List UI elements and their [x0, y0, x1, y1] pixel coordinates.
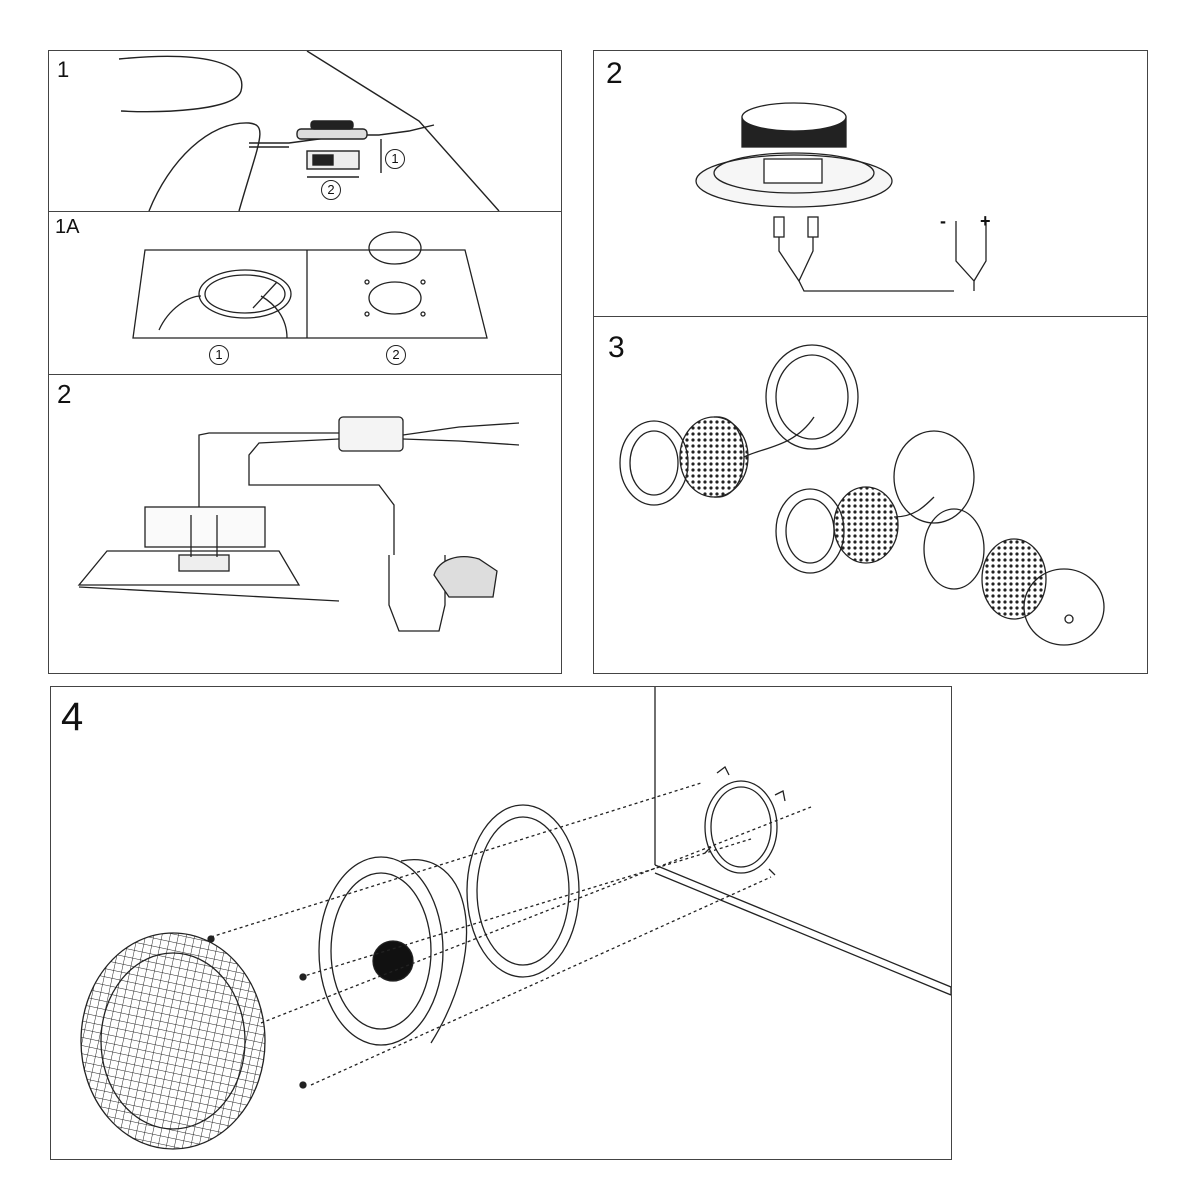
screw-icon	[299, 1081, 307, 1089]
panel-step-2-terminals: 2 - +	[593, 50, 1148, 317]
step-label: 1A	[55, 216, 80, 238]
panel-step-4: 4	[50, 686, 952, 1160]
template-tracing-illustration	[132, 231, 488, 339]
step-label: 1	[57, 57, 70, 82]
screw-icon	[207, 935, 215, 943]
step-label: 2	[606, 57, 623, 90]
crossover-wiring-illustration	[77, 416, 520, 632]
grille-icon	[80, 932, 266, 1150]
callout-2: 2	[321, 180, 341, 200]
callout-1: 1	[209, 345, 229, 365]
crossover-icon	[338, 416, 404, 452]
step-label: 4	[61, 695, 84, 739]
callout-1: 1	[385, 149, 405, 169]
step-label: 3	[608, 331, 625, 364]
speaker-install-exploded-illustration	[80, 687, 951, 1150]
panel-step-2-wiring: 2	[48, 374, 562, 674]
hand-icon	[158, 295, 202, 331]
tweeter-icon	[433, 556, 498, 598]
speaker-terminals-illustration	[695, 102, 987, 292]
door-cutout-illustration	[118, 51, 500, 211]
tweeter-mount-exploded-illustration	[619, 344, 1105, 646]
panel-step-1a: 1A 1 2	[48, 211, 562, 375]
callout-2: 2	[386, 345, 406, 365]
polarity-negative: -	[940, 211, 946, 231]
screw-icon	[1064, 614, 1074, 624]
panel-step-1: 1 1 2	[48, 50, 562, 212]
polarity-positive: +	[980, 211, 991, 231]
screw-icon	[299, 973, 307, 981]
panel-step-3: 3	[593, 316, 1148, 674]
step-label: 2	[57, 379, 72, 409]
